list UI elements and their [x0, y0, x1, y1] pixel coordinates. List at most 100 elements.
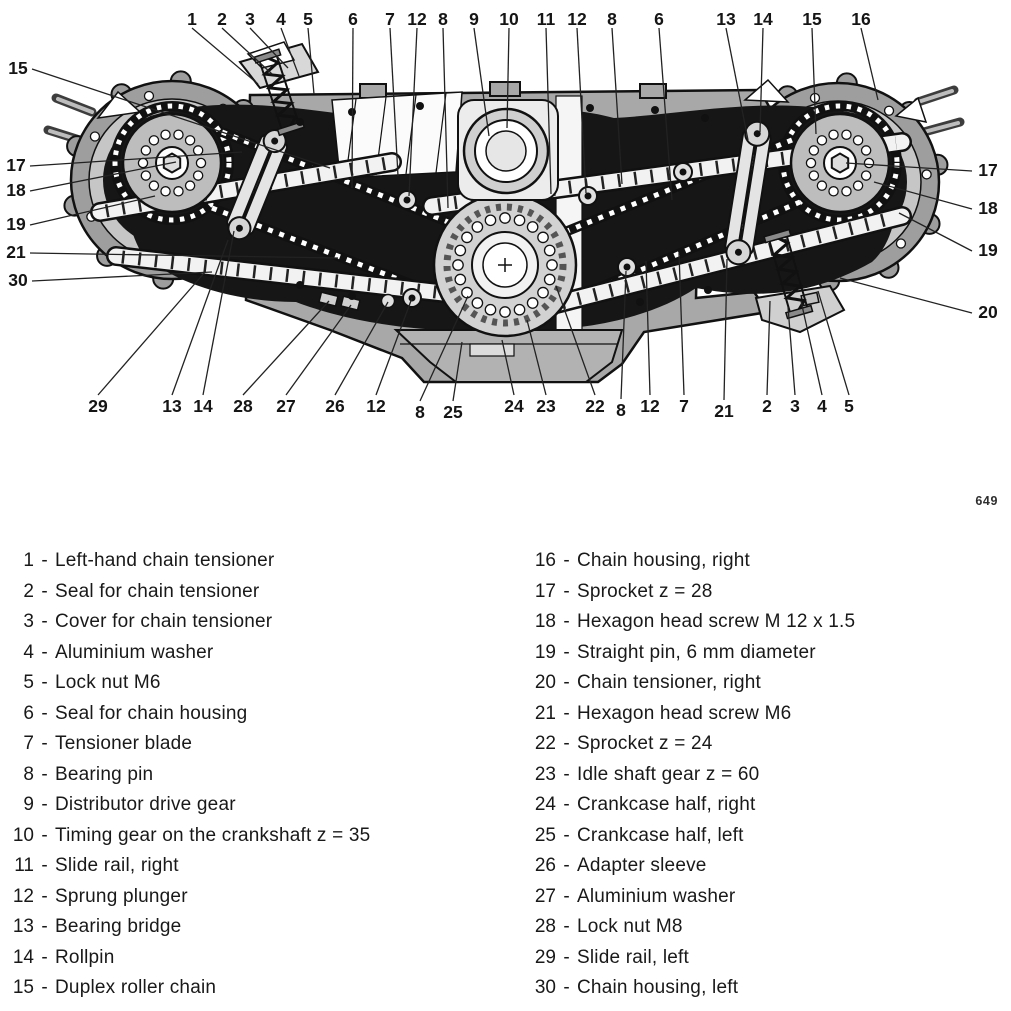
- callout-number-8: 8: [607, 9, 617, 29]
- callout-number-3: 3: [790, 396, 800, 416]
- legend-item-label: Crankcase half, right: [577, 794, 756, 816]
- callout-number-9: 9: [469, 9, 479, 29]
- callout-number-14: 14: [753, 9, 773, 29]
- callout-number-2: 2: [217, 9, 227, 29]
- leader-line: [202, 230, 235, 396]
- callout-number-6: 6: [654, 9, 664, 29]
- callout-number-12: 12: [640, 396, 660, 416]
- legend-item: 2-Seal for chain tensioner: [6, 577, 370, 608]
- legend-item-separator: -: [563, 977, 570, 999]
- callout-number-12: 12: [407, 9, 427, 29]
- leader-line: [555, 285, 596, 396]
- bolt-holes: [296, 102, 712, 306]
- callout-number-12: 12: [567, 9, 587, 29]
- legend-item: 16-Chain housing, right: [528, 546, 855, 577]
- callout-number-2: 2: [762, 396, 772, 416]
- leader-line: [280, 27, 300, 77]
- legend-item-label: Straight pin, 6 mm diameter: [577, 641, 816, 663]
- leader-line: [501, 339, 515, 396]
- idle-shaft-gear: [432, 192, 578, 338]
- callout-number-17: 17: [978, 160, 997, 180]
- legend-item: 1-Left-hand chain tensioner: [6, 546, 370, 577]
- leader-line: [29, 151, 243, 167]
- leader-line: [766, 300, 771, 396]
- sprocket-right: [789, 112, 891, 214]
- legend-item-number: 16: [534, 550, 556, 572]
- legend-item-separator: -: [563, 885, 570, 907]
- callout-number-24: 24: [504, 396, 524, 416]
- legend-item-label: Aluminium washer: [55, 641, 214, 663]
- leader-line: [845, 162, 973, 172]
- callout-number-13: 13: [716, 9, 736, 29]
- legend-item-separator: -: [563, 672, 570, 694]
- leader-line: [839, 277, 973, 314]
- leader-line: [29, 252, 339, 259]
- leader-line: [242, 300, 330, 396]
- legend-item: 17-Sprocket z = 28: [528, 577, 855, 608]
- legend-item-number: 18: [534, 611, 556, 633]
- legend-item-number: 5: [23, 672, 34, 694]
- leader-line: [29, 195, 156, 226]
- callout-number-27: 27: [276, 396, 295, 416]
- legend-item-number: 13: [12, 916, 34, 938]
- bearing-bridge-right: [724, 120, 772, 266]
- leader-line: [526, 319, 547, 396]
- legend-item: 5-Lock nut M6: [6, 668, 370, 699]
- legend-item-label: Left-hand chain tensioner: [55, 550, 275, 572]
- callout-number-14: 14: [193, 396, 213, 416]
- leader-line: [860, 27, 879, 101]
- callout-number-6: 6: [348, 9, 358, 29]
- leader-line: [31, 68, 331, 169]
- leader-line: [442, 27, 449, 209]
- leader-line: [787, 306, 796, 396]
- legend-item: 14-Rollpin: [6, 943, 370, 974]
- leader-line: [221, 27, 273, 75]
- legend-item-number: 28: [534, 916, 556, 938]
- callout-number-13: 13: [162, 396, 182, 416]
- legend-item: 26-Adapter sleeve: [528, 851, 855, 882]
- legend-item-number: 17: [534, 580, 556, 602]
- legend-item: 9-Distributor drive gear: [6, 790, 370, 821]
- callout-number-20: 20: [978, 302, 998, 322]
- leader-line: [576, 27, 587, 194]
- legend-item-number: 1: [23, 550, 34, 572]
- leader-line: [285, 304, 352, 396]
- legend-item-label: Seal for chain housing: [55, 702, 248, 724]
- distributor-drive-gear: [457, 99, 559, 201]
- legend-item-separator: -: [41, 824, 48, 846]
- legend-item-separator: -: [563, 824, 570, 846]
- leader-line: [419, 295, 469, 402]
- legend-item-separator: -: [41, 977, 48, 999]
- legend-item-number: 15: [12, 977, 34, 999]
- crankcase-bottom: [393, 329, 624, 383]
- legend-item-label: Sprung plunger: [55, 885, 188, 907]
- legend-item-label: Sprocket z = 24: [577, 733, 713, 755]
- legend-item-separator: -: [41, 946, 48, 968]
- legend-item-number: 29: [534, 946, 556, 968]
- legend-item-separator: -: [41, 580, 48, 602]
- legend-item-separator: -: [41, 641, 48, 663]
- page-number: 649: [975, 494, 998, 508]
- legend-item-label: Bearing pin: [55, 763, 154, 785]
- callout-number-26: 26: [325, 396, 345, 416]
- legend-item: 10-Timing gear on the crankshaft z = 35: [6, 821, 370, 852]
- callout-number-1: 1: [187, 9, 197, 29]
- legend-item: 8-Bearing pin: [6, 760, 370, 791]
- leader-line: [97, 271, 206, 396]
- legend-item-separator: -: [41, 611, 48, 633]
- callout-number-15: 15: [8, 58, 28, 78]
- callout-number-17: 17: [6, 155, 25, 175]
- callout-number-4: 4: [276, 9, 286, 29]
- callout-number-21: 21: [714, 401, 734, 421]
- chain-tensioner-right: [754, 228, 846, 334]
- legend-item-number: 26: [534, 855, 556, 877]
- callout-number-7: 7: [679, 396, 689, 416]
- callout-number-30: 30: [8, 270, 28, 290]
- legend-item-label: Slide rail, left: [577, 946, 689, 968]
- legend-item: 25-Crankcase half, left: [528, 821, 855, 852]
- legend-item-separator: -: [563, 916, 570, 938]
- leader-line: [171, 239, 229, 396]
- callout-number-18: 18: [978, 198, 998, 218]
- legend-item-number: 6: [23, 702, 34, 724]
